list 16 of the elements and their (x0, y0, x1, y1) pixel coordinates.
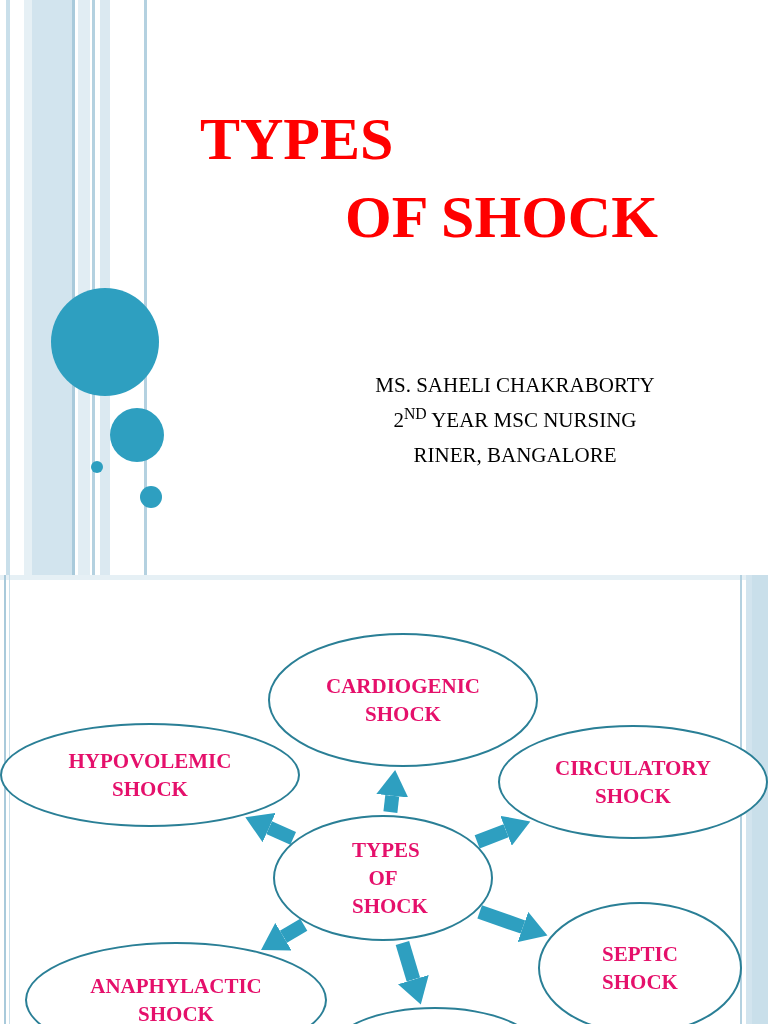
node-label: CARDIOGENIC SHOCK (325, 673, 481, 728)
slide-title: TYPES OF SHOCK (200, 105, 659, 252)
block-arrow (261, 918, 308, 951)
block-arrow (376, 769, 409, 813)
block-arrow (395, 940, 429, 1005)
node-label: SEPTIC SHOCK (601, 941, 679, 996)
subtitle-text: MS. SAHELI CHAKRABORTY (375, 372, 655, 399)
node-label: TYPES OF SHOCK (351, 837, 429, 920)
block-arrow (477, 905, 548, 943)
block-arrow (474, 815, 531, 849)
node-label: ANAPHYLACTIC SHOCK (89, 973, 263, 1024)
node-label: HYPOVOLEMIC SHOCK (67, 748, 233, 803)
subtitle-text: RINER, BANGALORE (413, 442, 617, 469)
subtitle-text: 2$^{ND}$ YEAR MSC NURSING (393, 404, 637, 434)
block-arrow (245, 813, 296, 845)
node-label: CIRCULATORY SHOCK (554, 755, 712, 810)
